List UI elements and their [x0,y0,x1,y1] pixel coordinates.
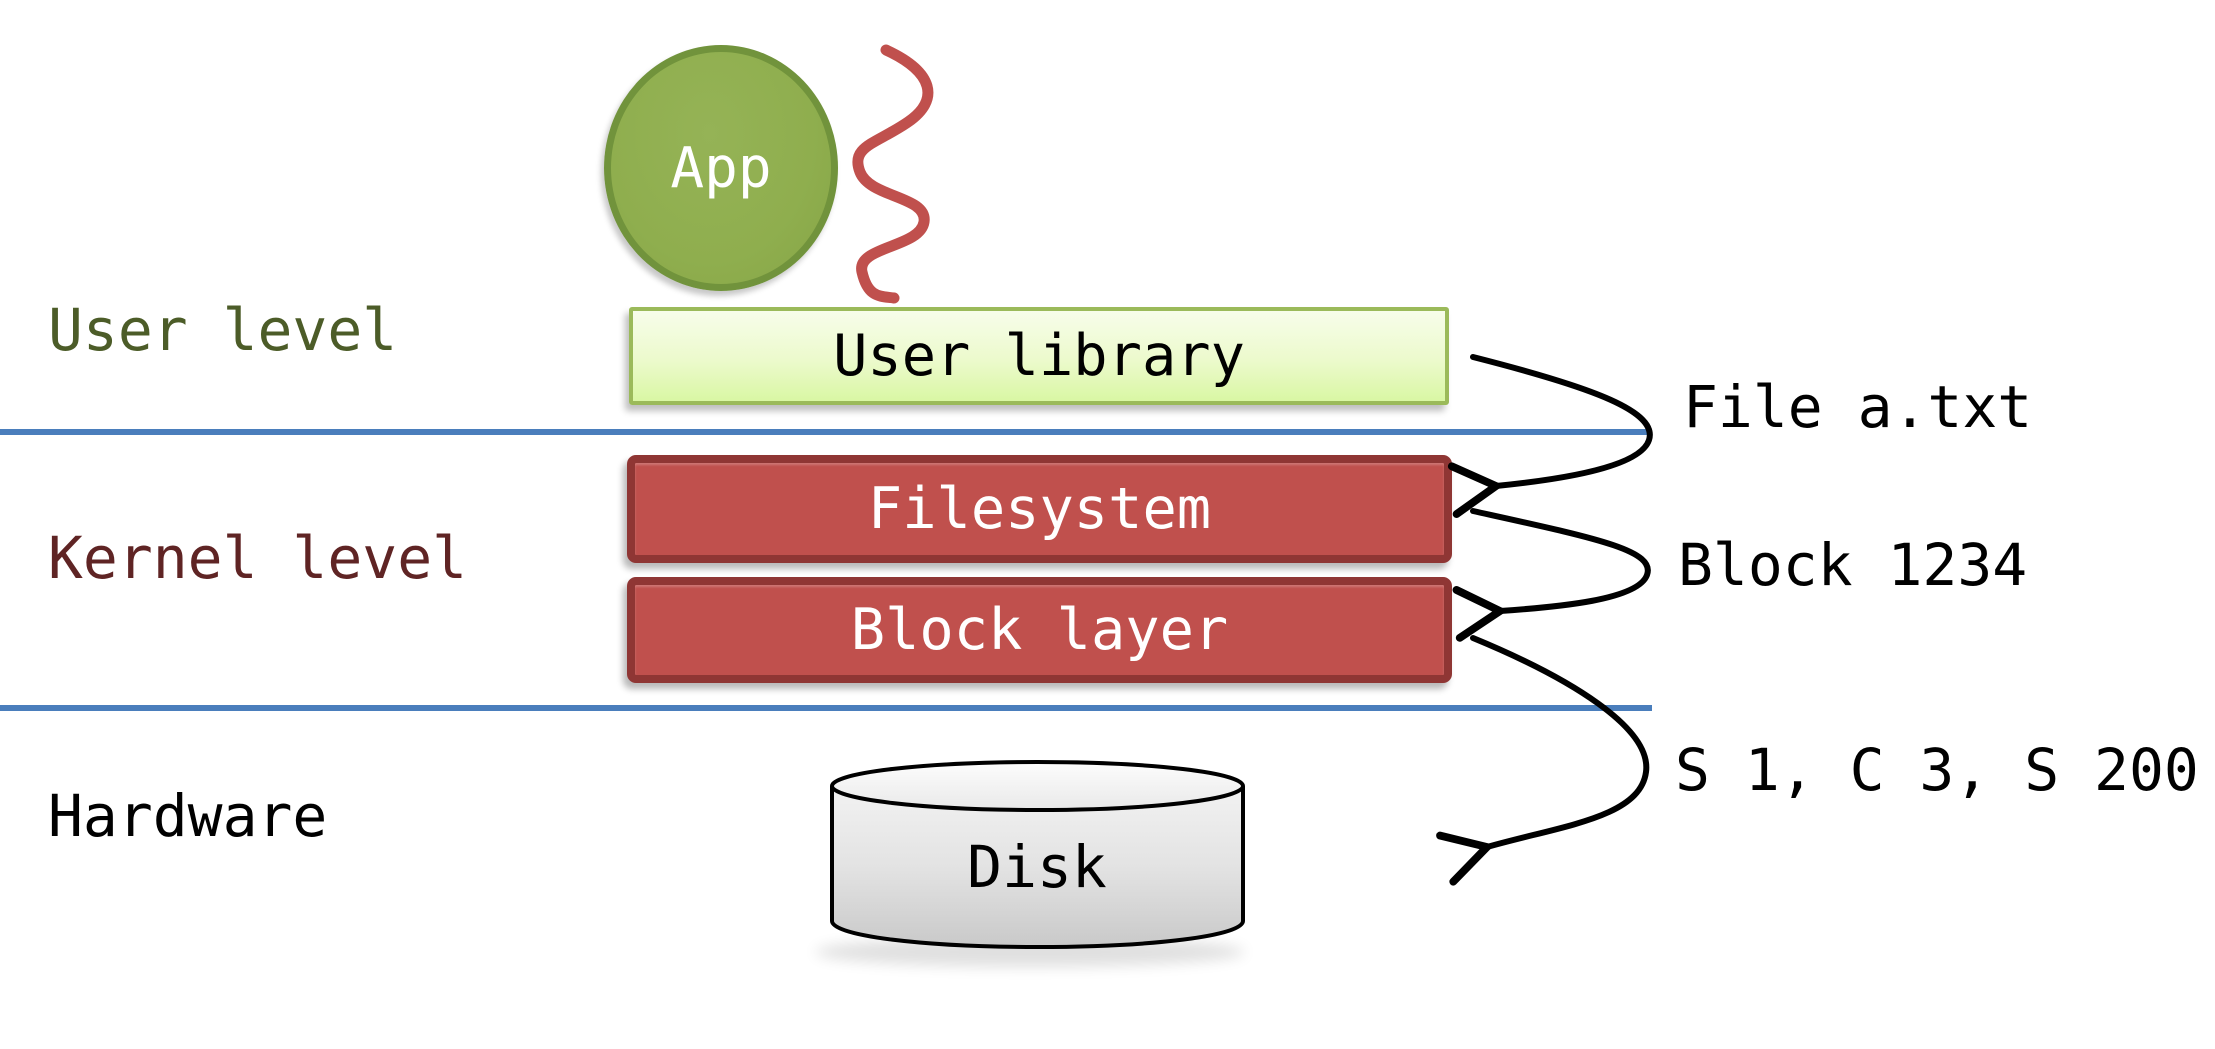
app-node: App [604,45,838,291]
user-level-label: User level [48,296,398,364]
arrow-filesystem-to-blocklayer [1452,508,1651,642]
hardware-level-label: Hardware [48,782,328,850]
syscall-squiggle [852,44,934,304]
filesystem-box: Filesystem [627,455,1452,563]
arrow-library-to-filesystem [1447,354,1653,518]
app-node-label: App [670,135,772,201]
annotation-block-number: Block 1234 [1678,531,2028,599]
block-layer-label: Block layer [850,597,1229,663]
arrow-blocklayer-to-disk [1436,635,1650,886]
disk-shadow [815,937,1245,967]
user-library-box: User library [629,307,1449,405]
filesystem-label: Filesystem [867,476,1212,542]
disk-cylinder-top [830,760,1245,812]
block-layer-box: Block layer [627,577,1452,683]
annotation-file-name: File a.txt [1683,373,2033,441]
annotation-sector-geometry: S 1, C 3, S 200 [1675,736,2199,804]
kernel-level-label: Kernel level [48,524,468,592]
user-kernel-divider [0,429,1652,435]
kernel-hardware-divider [0,705,1652,711]
disk-label: Disk [967,833,1107,901]
user-library-label: User library [833,323,1245,389]
